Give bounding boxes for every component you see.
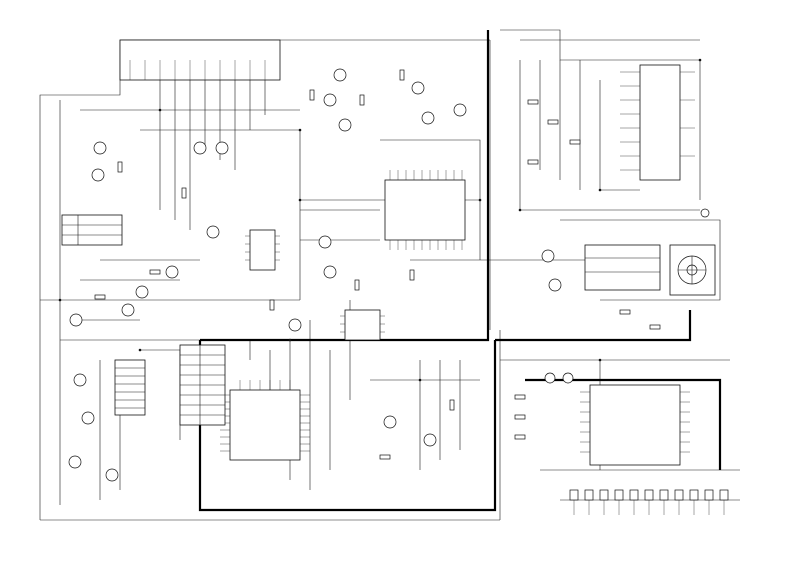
- diode-leads: [573, 500, 725, 515]
- transistor: [421, 111, 435, 125]
- transistor: [541, 249, 555, 263]
- transistor: [206, 225, 220, 239]
- transistor: [333, 68, 347, 82]
- diode-array: [569, 489, 729, 501]
- transistor: [81, 411, 95, 425]
- transistor: [165, 265, 179, 279]
- transistor: [453, 103, 467, 117]
- transistor: [318, 235, 332, 249]
- transistors: [68, 68, 710, 482]
- transistor: [105, 468, 119, 482]
- switch-table: [61, 214, 123, 246]
- transistor: [69, 313, 83, 327]
- transistor: [544, 372, 556, 384]
- ladder-taps: [620, 71, 695, 171]
- motor-symbol: [669, 244, 716, 296]
- transistor: [68, 455, 82, 469]
- transistor: [411, 81, 425, 95]
- small-ic-mid: [340, 309, 385, 341]
- transistor: [93, 141, 107, 155]
- transistor: [73, 373, 87, 387]
- transistor: [562, 372, 574, 384]
- mcu-pins-right: [300, 394, 310, 452]
- center-ic: [384, 170, 466, 250]
- left-connector-table: [114, 359, 146, 416]
- transistor: [548, 278, 562, 292]
- transistor: [135, 285, 149, 299]
- center-ic-pins-top: [389, 170, 463, 180]
- right-top-ladder: [620, 64, 695, 181]
- transistor: [91, 168, 105, 182]
- transistor: [121, 303, 135, 317]
- transistor: [700, 208, 710, 218]
- right-ic-pins-left: [580, 391, 590, 453]
- small-ic-left: [245, 229, 280, 271]
- transistor: [383, 415, 397, 429]
- wiring-frame: [39, 29, 740, 521]
- top-connector: [119, 39, 281, 81]
- mcu-pins-top: [239, 380, 291, 390]
- transistor: [423, 433, 437, 447]
- driver-matrix: [179, 344, 226, 426]
- junctions: [58, 58, 702, 382]
- transistor: [323, 265, 337, 279]
- transistor: [288, 318, 302, 332]
- connector-pins: [129, 60, 266, 80]
- right-ic-pins-right: [680, 391, 690, 453]
- transistor: [338, 118, 352, 132]
- main-mcu: [220, 380, 310, 461]
- transistor: [323, 93, 337, 107]
- right-panel-ic: [580, 384, 690, 466]
- transistor: [193, 141, 207, 155]
- resistors: [94, 69, 661, 460]
- transistor: [215, 141, 229, 155]
- right-control-block: [584, 244, 661, 291]
- bottom-diode-row: [569, 489, 729, 515]
- center-ic-pins-bottom: [389, 240, 463, 250]
